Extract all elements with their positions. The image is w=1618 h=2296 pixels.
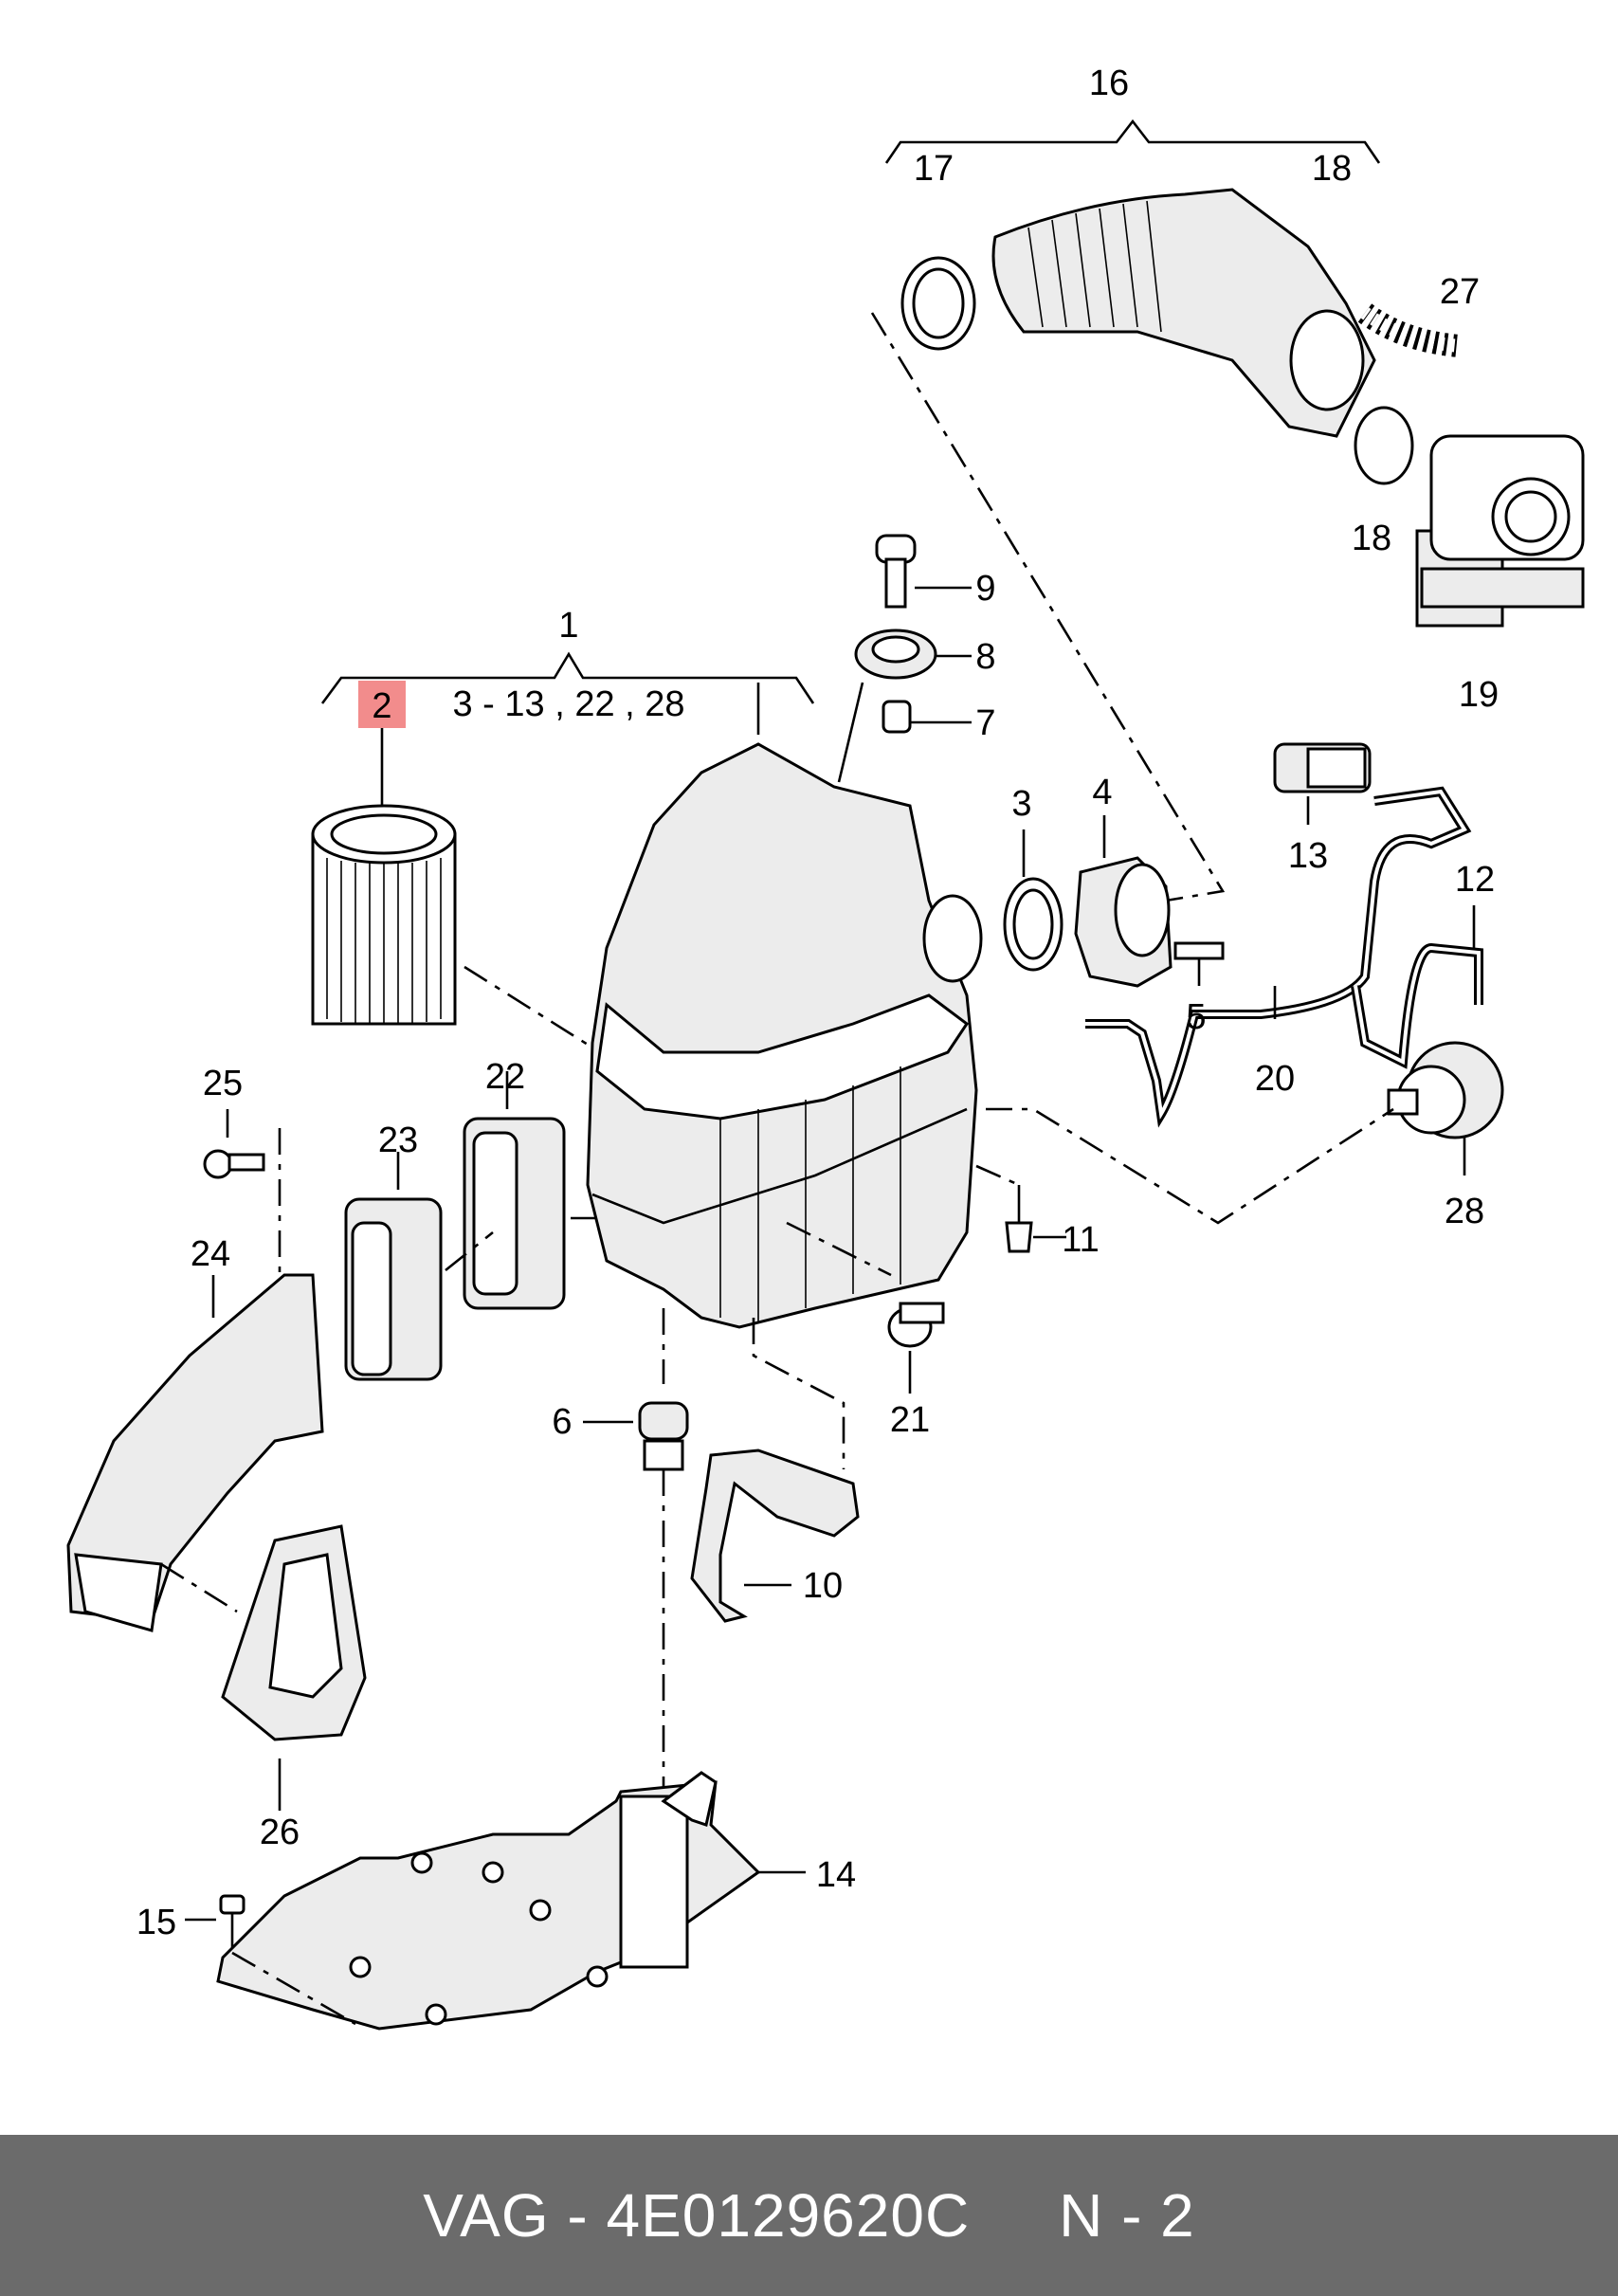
callout-12: 12 <box>1455 860 1495 900</box>
footer-bar: VAG - 4E0129620C N - 2 <box>0 2135 1618 2296</box>
callout-18-bottom: 18 <box>1352 519 1391 558</box>
callout-10: 10 <box>803 1566 843 1606</box>
grommet-8-part <box>854 629 972 680</box>
callout-28: 28 <box>1445 1192 1484 1231</box>
callout-3: 3 <box>1011 784 1031 824</box>
maf-4-part <box>1074 815 1173 988</box>
callout-5: 5 <box>1186 997 1206 1037</box>
throttle-body-part <box>1415 434 1585 628</box>
callout-19: 19 <box>1459 675 1499 715</box>
air-guide-26-part <box>221 1524 367 1811</box>
hose-10-part <box>690 1449 860 1623</box>
screw-11-part <box>975 1164 1066 1253</box>
seal-3-part <box>1003 829 1064 972</box>
bolt-15-part <box>185 1894 356 2026</box>
callout-27: 27 <box>1440 272 1480 312</box>
callout-20: 20 <box>1255 1059 1295 1099</box>
callout-11: 11 <box>1062 1220 1099 1260</box>
part-number-label: VAG - 4E0129620C N - 2 <box>423 2181 1195 2250</box>
highlight-callout-2 <box>358 681 406 728</box>
intake-hose-part <box>900 188 1462 485</box>
air-box-housing-part <box>586 742 983 1329</box>
callout-16: 16 <box>1089 64 1129 103</box>
callout-22: 22 <box>485 1057 525 1097</box>
drain-valve-6-part <box>583 1401 689 1471</box>
callout-15: 15 <box>136 1903 176 1942</box>
air-guide-24-part <box>66 1273 324 1632</box>
callout-8: 8 <box>975 637 995 677</box>
screw-5-part <box>1173 941 1225 986</box>
bracket-14-part <box>216 1771 806 2031</box>
vacuum-unit-28-part <box>1387 1041 1504 1175</box>
callout-1: 1 <box>558 606 578 646</box>
callout-6: 6 <box>552 1402 572 1442</box>
callout-9: 9 <box>975 569 995 609</box>
callout-2: 2 <box>372 686 391 726</box>
callout-4: 4 <box>1092 773 1112 812</box>
callout-18-top: 18 <box>1312 149 1352 189</box>
air-duct-23-part <box>344 1152 443 1381</box>
callout-7: 7 <box>975 703 995 743</box>
callout-23: 23 <box>378 1121 418 1160</box>
callout-26: 26 <box>260 1813 300 1852</box>
bracket-1 <box>320 651 815 735</box>
callout-13: 13 <box>1288 836 1328 876</box>
air-filter-part <box>311 804 457 1026</box>
clip-21-part <box>786 1221 945 1394</box>
callout-1-contents: 3 - 13 , 22 , 28 <box>452 684 684 724</box>
parts-diagram: 16 17 18 27 18 19 9 8 7 1 2 3 - 13 , 22 … <box>66 64 1585 2031</box>
bolt-9-part <box>875 534 972 609</box>
callout-21: 21 <box>890 1400 930 1440</box>
stopper-7-part <box>882 700 972 734</box>
callout-14: 14 <box>816 1855 856 1895</box>
callout-17: 17 <box>914 149 954 189</box>
air-duct-22-part <box>463 1071 566 1310</box>
solenoid-13-part <box>1273 742 1372 825</box>
bolt-25-part <box>203 1109 282 1289</box>
callout-25: 25 <box>203 1064 243 1103</box>
callout-24: 24 <box>191 1234 230 1274</box>
bracket-16 <box>884 118 1381 164</box>
